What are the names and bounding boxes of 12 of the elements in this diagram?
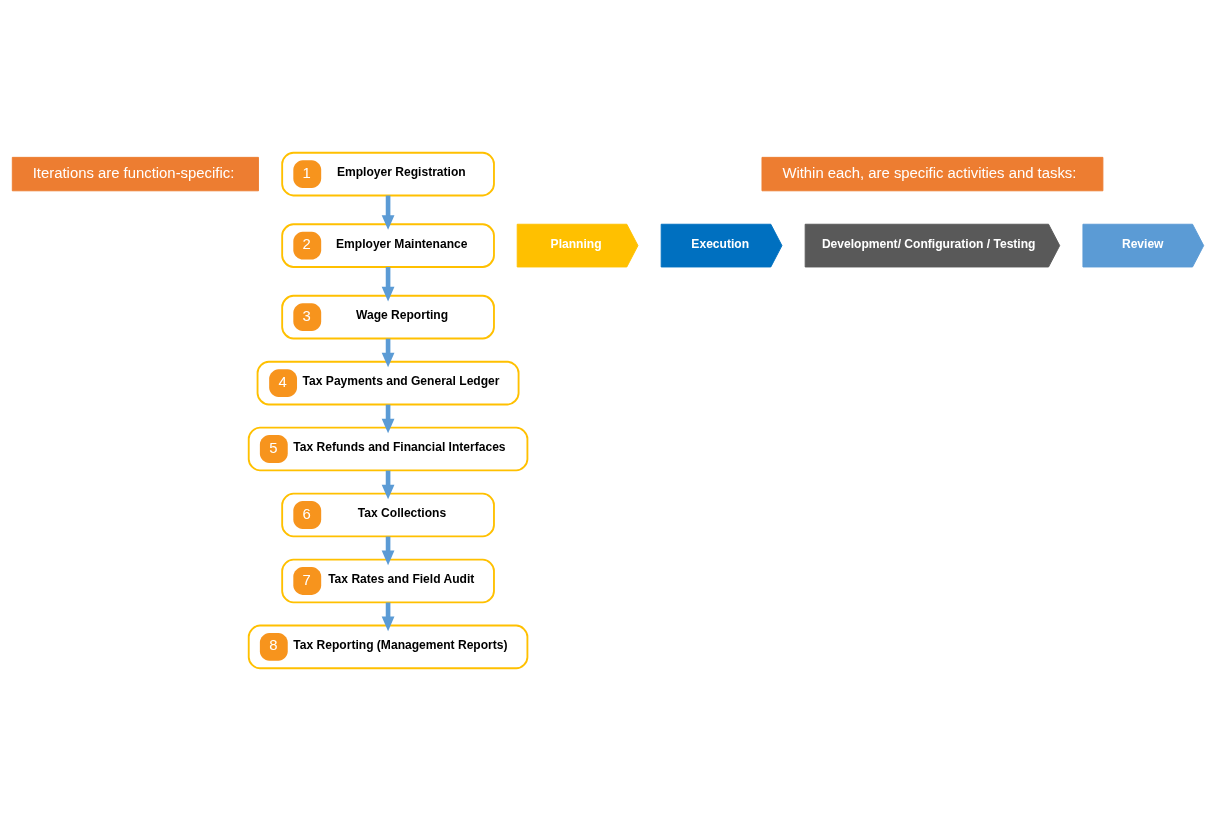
node-box: 2 Employer Maintenance <box>281 222 495 268</box>
node-box: Iterations are function-specific: <box>11 156 259 191</box>
arrow <box>381 195 395 230</box>
node-box: 1 Employer Registration <box>281 151 495 196</box>
node-box: 8 Tax Reporting (Management Reports) <box>247 624 529 669</box>
node-box: 4 Tax Payments and General Ledger <box>256 360 520 405</box>
node-box: Within each, are specific activities and tasks: <box>761 156 1104 191</box>
node-box: 7 Tax Rates and Field Audit <box>281 558 495 603</box>
node-box: 3 Wage Reporting <box>281 294 495 339</box>
node-box: 5 Tax Refunds and Financial Interfaces <box>247 426 529 471</box>
arrow <box>381 266 395 301</box>
node-box: 6 Tax Collections <box>281 492 495 537</box>
